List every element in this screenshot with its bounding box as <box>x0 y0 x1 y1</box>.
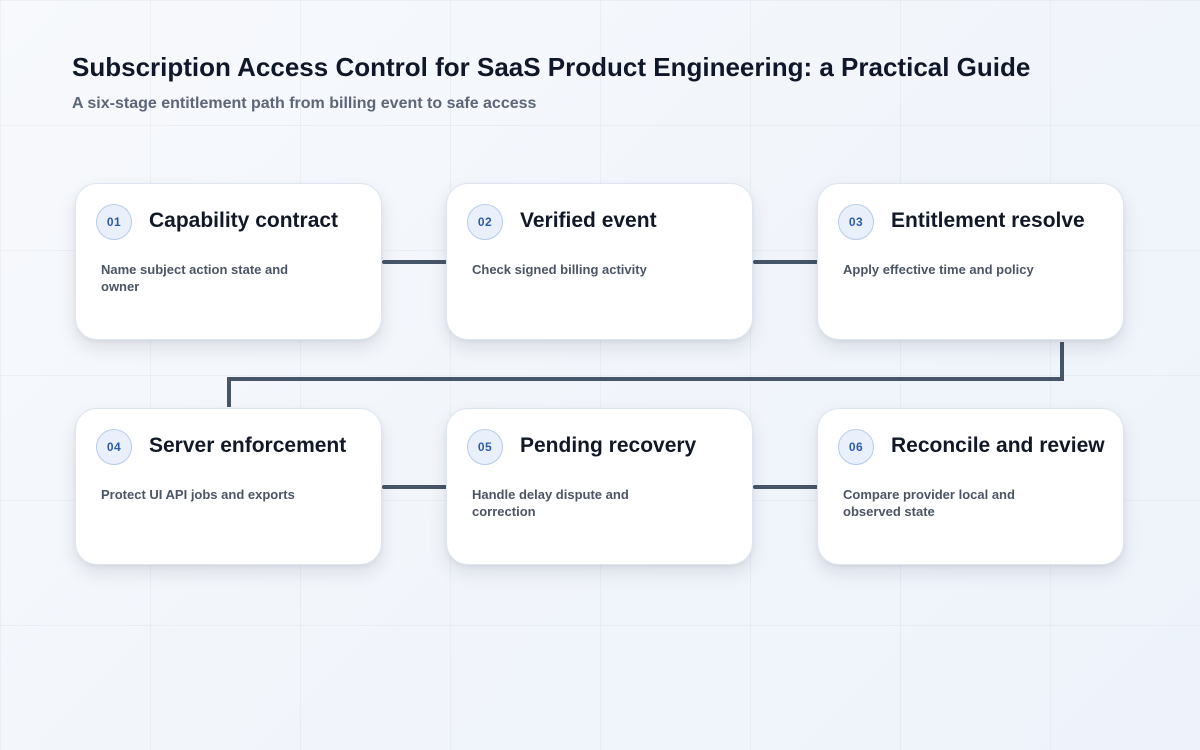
stage-number-badge: 02 <box>467 204 503 240</box>
stage-card-verified-event: 02 Verified event Check signed billing a… <box>446 183 753 340</box>
stage-number-badge: 04 <box>96 429 132 465</box>
page-title: Subscription Access Control for SaaS Pro… <box>72 52 1031 82</box>
stage-title: Verified event <box>520 209 657 232</box>
stage-card-entitlement-resolve: 03 Entitlement resolve Apply effective t… <box>817 183 1124 340</box>
stage-description: Protect UI API jobs and exports <box>101 487 295 502</box>
stage-title: Entitlement resolve <box>891 209 1085 232</box>
page-subtitle: A six-stage entitlement path from billin… <box>72 95 537 112</box>
stage-title: Pending recovery <box>520 434 697 457</box>
stage-title: Reconcile and review <box>891 434 1105 457</box>
stage-card-pending-recovery: 05 Pending recovery Handle delay dispute… <box>446 408 753 565</box>
stage-description: Apply effective time and policy <box>843 262 1034 277</box>
stage-title: Server enforcement <box>149 434 347 457</box>
stage-number-badge: 01 <box>96 204 132 240</box>
stage-card-reconcile-and-review: 06 Reconcile and review Compare provider… <box>817 408 1124 565</box>
stage-number-badge: 05 <box>467 429 503 465</box>
stage-number-badge: 03 <box>838 204 874 240</box>
stage-description: Check signed billing activity <box>472 262 647 277</box>
stage-card-server-enforcement: 04 Server enforcement Protect UI API job… <box>75 408 382 565</box>
stage-description: Handle delay dispute and correction <box>472 487 629 519</box>
stage-number-badge: 06 <box>838 429 874 465</box>
stage-description: Name subject action state and owner <box>101 262 289 294</box>
stage-description: Compare provider local and observed stat… <box>843 487 1015 519</box>
connector-03-04 <box>227 342 1064 407</box>
stage-title: Capability contract <box>149 209 339 232</box>
stage-card-capability-contract: 01 Capability contract Name subject acti… <box>75 183 382 340</box>
